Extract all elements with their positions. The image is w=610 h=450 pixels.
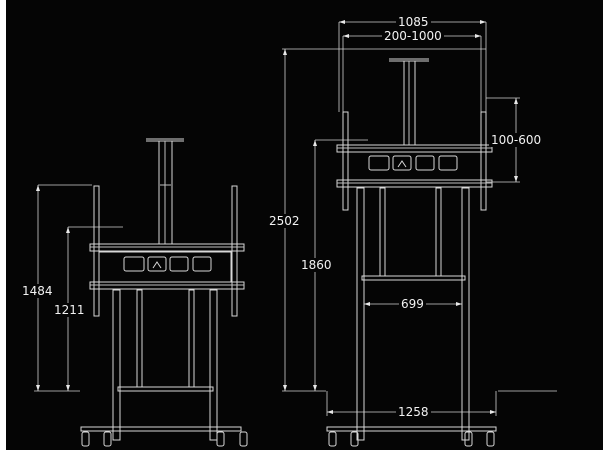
dim-label-vesa-horizontal: 200-1000 (382, 29, 444, 43)
dim-label-screen-center-lowered: 1211 (52, 303, 87, 317)
dim-label-overall-height-raised: 2502 (267, 214, 302, 228)
dim-label-vesa-vertical: 100-600 (489, 133, 544, 147)
dim-label-screen-center-raised: 1860 (299, 258, 334, 272)
dimension-lines (34, 20, 557, 416)
dim-label-inner-column-width: 699 (399, 297, 426, 311)
stand-raised (326, 58, 497, 447)
stand-lowered (80, 138, 248, 447)
dim-label-base-width: 1258 (396, 405, 431, 419)
dim-label-top-width: 1085 (396, 15, 431, 29)
drawing-background (6, 0, 603, 450)
dim-label-overall-height-lowered: 1484 (20, 284, 55, 298)
